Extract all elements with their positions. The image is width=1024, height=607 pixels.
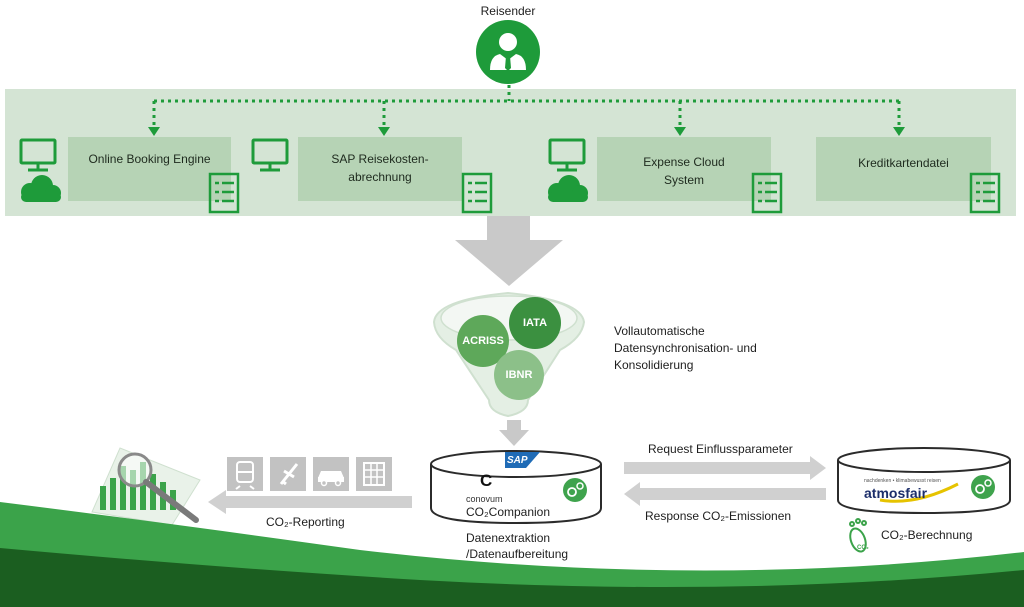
ball-iata: IATA: [509, 297, 561, 349]
system-label-expense: Expense Cloud System: [597, 149, 771, 193]
distribution-arrowheads: [148, 127, 905, 136]
document-list-icon: [751, 172, 783, 214]
sync-label: Vollautomatische Datensynchronisation- u…: [614, 324, 757, 372]
small-down-arrow: [499, 420, 529, 446]
gear-icon: [563, 478, 587, 502]
companion-database: [430, 450, 602, 525]
ball-acriss: ACRISS: [457, 315, 509, 367]
traveler-icon: [476, 20, 540, 84]
ball-label: IATA: [522, 317, 548, 329]
monitor-icon: [251, 138, 289, 172]
atmosfair-swoosh-icon: [879, 482, 959, 503]
cloud-icon: [21, 175, 61, 202]
reporting-chart-icon: [91, 447, 201, 526]
request-arrow: [624, 456, 826, 480]
atmosfair-logo: atmosfair: [864, 485, 928, 501]
document-list-icon: [461, 172, 493, 214]
plane-icon: [270, 457, 306, 491]
big-down-arrow: [455, 216, 563, 286]
system-box-expense: [597, 137, 771, 201]
conovum-logo-c: C: [480, 471, 493, 490]
reporting-label: CO₂-Reporting: [266, 515, 345, 529]
document-list-icon: [969, 172, 1001, 214]
conovum-logo-text: conovum: [466, 494, 503, 504]
sap-logo: [505, 452, 540, 468]
companion-caption: Datenextraktion /Datenaufbereitung: [466, 531, 569, 561]
sap-logo-text: SAP: [507, 455, 528, 466]
system-label: Expense Cloud System: [643, 155, 725, 187]
traveler-label: Reisender: [480, 4, 536, 18]
hotel-icon: [356, 457, 392, 491]
bottom-swoosh-dark: [0, 548, 1024, 607]
system-label: Kreditkartendatei: [858, 156, 949, 170]
cloud-icon: [548, 175, 588, 202]
ball-label: IBNR: [505, 369, 533, 381]
reporting-arrow: [208, 490, 412, 514]
footprint-icon: [849, 518, 867, 553]
monitor-icon: [548, 138, 586, 172]
footprint-badge: CO₂: [857, 545, 869, 551]
system-label: SAP Reisekosten- abrechnung: [331, 152, 429, 184]
ball-ibnr: IBNR: [494, 350, 544, 400]
system-label-booking: Online Booking Engine: [68, 137, 231, 181]
ball-label: ACRISS: [462, 335, 504, 347]
system-label-sap: SAP Reisekosten- abrechnung: [298, 146, 462, 190]
gear-icon: [971, 475, 995, 499]
request-label: Request Einflussparameter: [648, 442, 793, 456]
berechnung-label: CO₂-Berechnung: [881, 528, 973, 542]
car-icon: [313, 457, 349, 491]
system-label: Online Booking Engine: [88, 152, 211, 166]
distribution-lines: [152, 78, 901, 128]
system-box-sap: [298, 137, 462, 201]
system-box-card: [816, 137, 991, 201]
companion-name: CO₂Companion: [466, 505, 551, 519]
response-label: Response CO₂-Emissionen: [645, 509, 792, 523]
response-arrow: [624, 482, 826, 506]
atmosfair-database: [837, 447, 1011, 515]
train-icon: [227, 457, 263, 491]
system-label-card: Kreditkartendatei: [816, 141, 991, 185]
atmosfair-tagline: nachdenken • klimabewusst reisen: [864, 478, 941, 484]
system-box-booking: [68, 137, 231, 201]
monitor-icon: [19, 138, 57, 172]
document-list-icon: [208, 172, 240, 214]
